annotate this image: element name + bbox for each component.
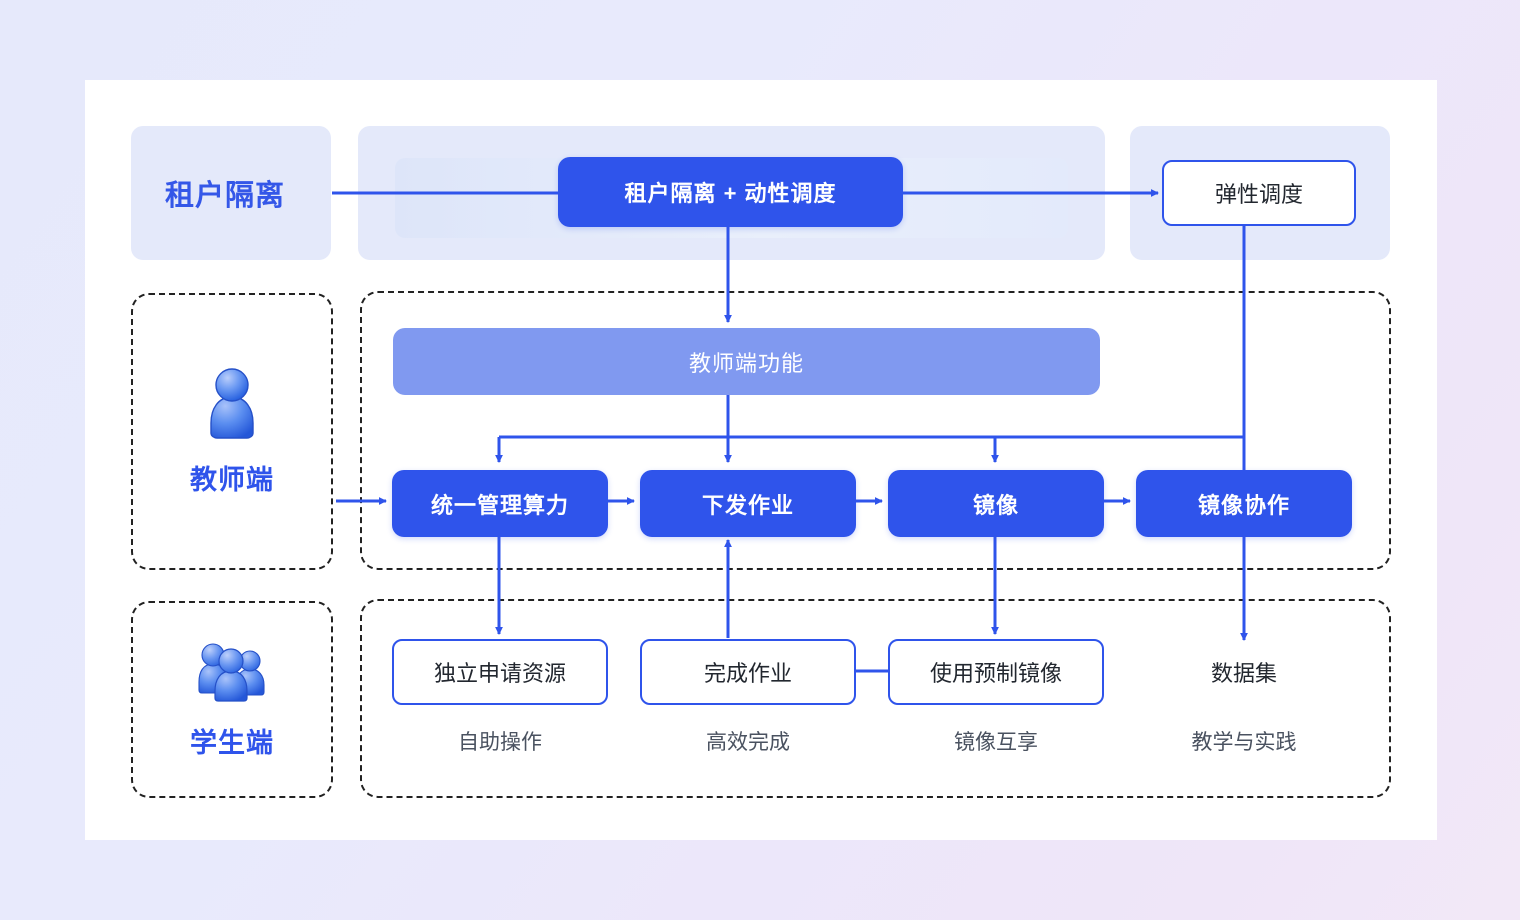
teacher-feature-bar[interactable]: 教师端功能 bbox=[393, 328, 1100, 395]
multi-user-icon bbox=[196, 640, 268, 707]
student-flow-container bbox=[360, 599, 1391, 798]
student-role-container: 学生端 bbox=[131, 601, 333, 798]
diagram-card: 租户隔离 租户隔离 + 动性调度 弹性调度 bbox=[85, 80, 1437, 840]
single-user-icon bbox=[203, 367, 261, 444]
student-node-2[interactable]: 完成作业 bbox=[640, 639, 856, 705]
student-caption-1: 自助操作 bbox=[458, 731, 542, 754]
teacher-node-3[interactable]: 镜像 bbox=[888, 470, 1104, 537]
teacher-node-2[interactable]: 下发作业 bbox=[640, 470, 856, 537]
tenant-isolation-panel: 租户隔离 bbox=[131, 126, 331, 260]
student-node-1[interactable]: 独立申请资源 bbox=[392, 639, 608, 705]
teacher-flow-container bbox=[360, 291, 1391, 570]
tenant-isolation-scheduling-node[interactable]: 租户隔离 + 动性调度 bbox=[558, 157, 903, 227]
tenant-isolation-label: 租户隔离 bbox=[165, 180, 286, 212]
teacher-role-container: 教师端 bbox=[131, 293, 333, 570]
teacher-node-1[interactable]: 统一管理算力 bbox=[392, 470, 608, 537]
teacher-role-label: 教师端 bbox=[190, 464, 274, 495]
student-caption-3: 镜像互享 bbox=[954, 731, 1038, 754]
elastic-scheduling-node[interactable]: 弹性调度 bbox=[1162, 160, 1356, 226]
student-caption-2: 高效完成 bbox=[706, 731, 790, 754]
student-caption-4: 教学与实践 bbox=[1191, 731, 1297, 754]
teacher-node-4[interactable]: 镜像协作 bbox=[1136, 470, 1352, 537]
student-node-4[interactable]: 数据集 bbox=[1210, 661, 1277, 686]
student-role-label: 学生端 bbox=[190, 727, 274, 758]
student-node-3[interactable]: 使用预制镜像 bbox=[888, 639, 1104, 705]
